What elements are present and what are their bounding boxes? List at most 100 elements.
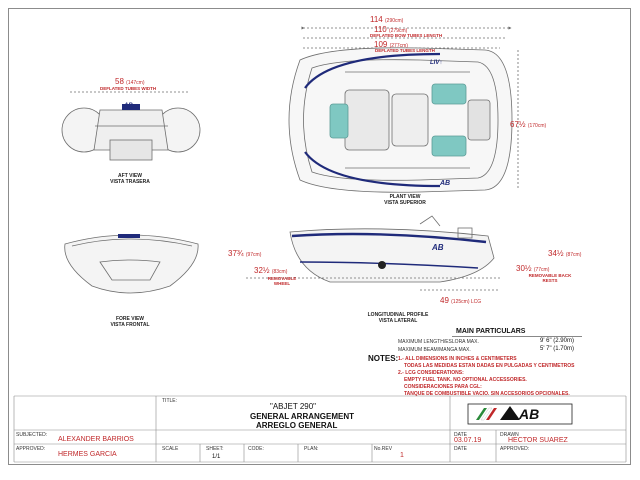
- date-value: 03.07.19: [454, 437, 482, 444]
- dim-value: 49: [440, 296, 449, 305]
- particulars-beam-value: 5' 7" (1.70m): [540, 346, 574, 352]
- height-bow-dim: 37¾ (97cm): [228, 249, 261, 258]
- notes-title: NOTES:: [368, 354, 399, 363]
- aft-logo-text: AB: [124, 103, 133, 109]
- dim-fraction: ½: [518, 120, 526, 129]
- main-particulars-title: MAIN PARTICULARS: [456, 328, 526, 335]
- length-overall-dim: 114 (290cm): [370, 15, 403, 24]
- approved-value: HERMES GARCIA: [58, 451, 117, 458]
- dim-value: 34: [548, 249, 557, 258]
- tubes-label: DEFLATED TUBES LENGTH: [375, 48, 435, 53]
- sheet-label: SHEET:: [206, 446, 224, 452]
- back-rests-label: REMOVABLE BACK RESTS: [528, 273, 572, 283]
- drawn-value: HECTOR SUAREZ: [508, 437, 568, 444]
- caption-line: PLANT VIEW: [389, 194, 421, 200]
- approved-label: APPROVED:: [16, 446, 46, 452]
- height-stern-dim: 34½ (87cm): [548, 249, 581, 258]
- drawing-frame: [8, 8, 631, 465]
- dim-value: 32: [254, 266, 263, 275]
- title-line-1: GENERAL ARRANGEMENT: [250, 412, 355, 421]
- fore-view-caption: FORE VIEW VISTA FRONTAL: [105, 316, 155, 328]
- dim-value: 109: [374, 40, 388, 49]
- dim-fraction: ½: [556, 249, 564, 258]
- wheel-dim: 32½ (83cm): [254, 266, 287, 275]
- note-line: CONSIDERACIONES PARA CGL:: [404, 384, 482, 390]
- back-rests-dim: 30½ (77cm): [516, 264, 549, 273]
- caption-line: VISTA FRONTAL: [110, 322, 150, 328]
- ab-logo-text: AB: [519, 406, 540, 422]
- dim-metric: (87cm): [565, 252, 582, 258]
- title-label: TITLE:: [162, 398, 178, 404]
- profile-hull-logo: AB: [432, 243, 444, 252]
- dim-metric: (277cm): [389, 43, 408, 49]
- dim-value: 58: [115, 77, 124, 86]
- ab-logo-mark: [467, 403, 573, 425]
- note-line: 2.- LCG CONSIDERATIONS:: [398, 370, 464, 376]
- aft-view: [61, 91, 201, 161]
- dim-value: 114: [370, 15, 383, 24]
- scale-label: SCALE: [162, 446, 179, 452]
- tubes-dim: 109 (277cm): [374, 40, 408, 49]
- bow-tubes-label: DEFLATED BOW TUBES LENGTH: [370, 33, 443, 38]
- caption-line: VISTA SUPERIOR: [384, 200, 426, 206]
- tubes-width-label: DEFLATED TUBES WIDTH: [100, 86, 157, 91]
- note-line: TODAS LAS MEDIDAS ESTAN DADAS EN PULGADA…: [404, 363, 575, 369]
- date-label: DATE: [454, 432, 467, 438]
- particulars-length-value: 9' 6" (2.90m): [540, 338, 574, 344]
- subjected-value: ALEXANDER BARRIOS: [58, 436, 134, 443]
- dim-metric: (279cm): [389, 28, 408, 34]
- caption-line: VISTA TRASERA: [110, 179, 150, 185]
- caption-line: AFT VIEW: [118, 173, 142, 179]
- bow-tubes-dim: 110 (279cm): [374, 25, 407, 34]
- note-line: 1.- ALL DIMENSIONS IN INCHES & CENTIMETE…: [398, 356, 517, 362]
- caption-line: VISTA LATERAL: [378, 318, 418, 324]
- plan-view: [288, 26, 519, 193]
- dim-metric: (290cm): [385, 18, 404, 24]
- rev-value: 1: [400, 452, 404, 459]
- bow-brand-text: LIV↑: [430, 60, 443, 66]
- plan-hull-logo: AB: [440, 180, 451, 187]
- dim-fraction: ½: [524, 264, 532, 273]
- dim-metric: (83cm): [271, 269, 288, 275]
- aft-view-caption: AFT VIEW VISTA TRASERA: [105, 173, 155, 185]
- note-line: EMPTY FUEL TANK. NO OPTIONAL ACCESSORIES…: [404, 377, 527, 383]
- dim-fraction: ½: [262, 266, 270, 275]
- profile-view: [246, 215, 500, 291]
- plan-view-caption: PLANT VIEW VISTA SUPERIOR: [380, 194, 430, 206]
- code-label: CODE:: [248, 446, 264, 452]
- dim-value: 67: [510, 120, 519, 129]
- sheet-value: 1/1: [212, 454, 221, 460]
- rev-label: No.REV: [374, 446, 393, 452]
- particulars-length-label: MAXIMUM LENGTH/ESLORA MAX.: [398, 339, 479, 345]
- dim-value: 110: [374, 25, 387, 34]
- dim-value: 37: [228, 249, 237, 258]
- dim-value: 30: [516, 264, 525, 273]
- dim-metric: (97cm): [245, 252, 262, 258]
- approved2-label: APPROVED:: [500, 446, 530, 452]
- particulars-beam-label: MAXIMUM BEAM/MANGA MAX.: [398, 347, 471, 353]
- plan-label: PLAN:: [304, 446, 319, 452]
- dim-metric: (125cm) LCG: [451, 299, 482, 305]
- drawn-label: DRAWN: [500, 432, 519, 438]
- profile-view-caption: LONGITUDINAL PROFILE VISTA LATERAL: [366, 312, 430, 324]
- wheel-label: REMOVABLE WHEEL: [267, 276, 297, 286]
- tubes-width-dim: 58 (147cm): [115, 77, 144, 86]
- caption-line: FORE VIEW: [115, 316, 145, 322]
- caption-line: LONGITUDINAL PROFILE: [367, 312, 429, 318]
- date2-label: DATE: [454, 446, 467, 452]
- dim-metric: (147cm): [126, 80, 145, 86]
- dim-fraction: ¾: [236, 249, 244, 258]
- model-name: "ABJET 290": [270, 402, 316, 411]
- fore-view: [64, 234, 199, 294]
- dim-metric: (77cm): [533, 267, 550, 273]
- notes-list: 1.- ALL DIMENSIONS IN INCHES & CENTIMETE…: [398, 356, 574, 398]
- dim-metric: (170cm): [527, 123, 547, 129]
- title-line-2: ARREGLO GENERAL: [256, 421, 338, 430]
- note-line: TANQUE DE COMBUSTIBLE VACIO. SIN ACCESOR…: [404, 391, 570, 397]
- title-block-grid: [13, 395, 627, 463]
- subjected-label: SUBJECTED:: [16, 432, 48, 438]
- lcg-dim: 49 (125cm) LCG: [440, 296, 481, 305]
- beam-dim: 67½ (170cm): [510, 120, 546, 129]
- particulars-rule: [452, 336, 582, 337]
